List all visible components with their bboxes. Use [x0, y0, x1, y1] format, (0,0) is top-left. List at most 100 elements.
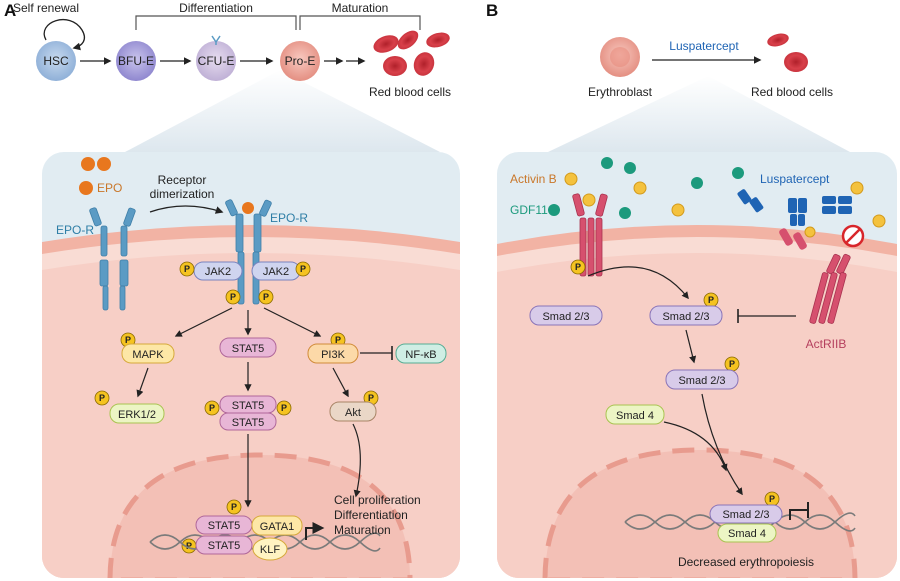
smad4-nuclear-label: Smad 4 — [728, 528, 766, 540]
hsc-cell — [36, 41, 76, 81]
zoom-cone-b — [548, 76, 850, 152]
self-renewal-arrow — [43, 19, 86, 51]
dimerization-arrow — [149, 205, 224, 214]
svg-text:P: P — [300, 264, 306, 274]
nfkb-pill — [395, 343, 447, 364]
smad23-unphos — [529, 305, 603, 326]
erythroblast-label: Erythroblast — [588, 85, 653, 99]
zoom-cone-a — [125, 70, 440, 152]
actriib-floating — [779, 226, 816, 250]
cfu-e-cell — [196, 41, 236, 81]
pi3k-pill — [307, 343, 359, 364]
akt-pill — [329, 401, 377, 422]
smad4-pill — [605, 404, 665, 425]
arrow-to-pi3k — [263, 307, 322, 337]
svg-text:P: P — [281, 403, 287, 413]
epo-r-left-label: EPO-R — [56, 223, 94, 237]
epo-receptor-left — [89, 207, 136, 311]
svg-text:P: P — [231, 502, 237, 512]
rbc-b — [784, 52, 808, 72]
phospho-badges-b: P P P P — [570, 259, 780, 507]
smad4-nuclear — [717, 523, 777, 543]
svg-text:P: P — [184, 264, 190, 274]
erythroblast-nucleus — [610, 47, 630, 67]
luspatercept-molecules — [737, 189, 852, 226]
epo-ball — [81, 157, 95, 171]
receptor-dimerization-line2: dimerization — [150, 187, 215, 201]
arrow-to-erk — [136, 367, 149, 398]
nfkb-label: NF-κB — [405, 349, 436, 361]
svg-text:P: P — [125, 335, 131, 345]
stat5-nuclear-bottom-label: STAT5 — [208, 540, 241, 552]
cfu-e-receptor-icon — [211, 35, 221, 45]
stat5-dimer-bottom — [219, 412, 277, 431]
jak2-right-label: JAK2 — [263, 266, 289, 278]
actriib-label: ActRIIB — [806, 337, 847, 351]
bfu-e-cell — [116, 41, 156, 81]
smad23-active — [665, 369, 739, 390]
gata1-pill — [251, 515, 303, 536]
hsc-label: HSC — [43, 54, 69, 68]
smad4-label: Smad 4 — [616, 410, 654, 422]
blocked-icon-slash — [845, 228, 861, 244]
smad23-phos — [649, 305, 723, 326]
self-renewal-label: Self renewal — [13, 1, 79, 15]
epo-ball — [97, 157, 111, 171]
outcome-proliferation: Cell proliferation — [334, 493, 421, 507]
smad23-unphos-label: Smad 2/3 — [542, 311, 589, 323]
pro-e-label: Pro-E — [285, 54, 316, 68]
epo-ball — [79, 181, 93, 195]
activin-b-label: Activin B — [510, 172, 557, 186]
red-blood-cells-a — [373, 30, 450, 76]
luspatercept-top-label: Luspatercept — [669, 39, 739, 53]
smad23-nuclear-label: Smad 2/3 — [722, 509, 769, 521]
svg-text:P: P — [335, 335, 341, 345]
rbc-b — [767, 33, 789, 47]
transcription-arrow — [305, 522, 325, 540]
arrow-to-akt — [332, 367, 349, 398]
bfu-e-label: BFU-E — [118, 54, 154, 68]
stat5-nuclear-top-label: STAT5 — [208, 520, 241, 532]
arrow-smad-down — [685, 329, 697, 364]
bound-activin — [582, 193, 596, 207]
arrow-smad23-to-nucleus — [701, 393, 743, 496]
erk-label: ERK1/2 — [118, 409, 156, 421]
svg-text:P: P — [230, 292, 236, 302]
gata1-label: GATA1 — [260, 521, 294, 533]
smad23-nuclear — [709, 504, 783, 524]
epo-label: EPO — [97, 181, 122, 195]
decreased-erythropoiesis-label: Decreased erythropoiesis — [678, 555, 814, 569]
cfu-e-label: CFU-E — [198, 54, 235, 68]
arrow-smad4-to-nucleus — [663, 421, 728, 472]
pi3k-label: PI3K — [321, 349, 346, 361]
rbc-label-b: Red blood cells — [751, 85, 833, 99]
svg-text:P: P — [209, 403, 215, 413]
jak2-left-label: JAK2 — [205, 266, 231, 278]
klf-pill — [252, 537, 288, 561]
arrow-to-mapk — [174, 307, 233, 337]
ligand-balls — [548, 157, 886, 228]
smad23-active-label: Smad 2/3 — [678, 375, 725, 387]
pro-e-cell — [280, 41, 320, 81]
svg-text:P: P — [186, 541, 192, 551]
svg-text:P: P — [769, 494, 775, 504]
outcome-differentiation: Differentiation — [334, 508, 408, 522]
differentiation-label: Differentiation — [179, 1, 253, 15]
svg-text:P: P — [368, 393, 374, 403]
klf-label: KLF — [260, 544, 280, 556]
stat5-pill — [219, 337, 277, 358]
stat5-dimer-bottom-label: STAT5 — [232, 417, 265, 429]
differentiation-bracket — [135, 15, 297, 30]
phospho-badges-a: P P P P P P P P P P P P — [94, 261, 379, 554]
panel-b-letter: B — [486, 1, 498, 20]
mapk-label: MAPK — [132, 349, 164, 361]
akt-label: Akt — [345, 407, 361, 419]
svg-text:P: P — [575, 262, 581, 272]
epo-bound-ball — [242, 202, 254, 214]
arrow-akt-to-nucleus — [352, 423, 361, 498]
stat5-label: STAT5 — [232, 343, 265, 355]
erk-pill — [109, 403, 165, 424]
gdf11-label: GDF11 — [510, 203, 548, 217]
repression-line — [789, 509, 808, 520]
